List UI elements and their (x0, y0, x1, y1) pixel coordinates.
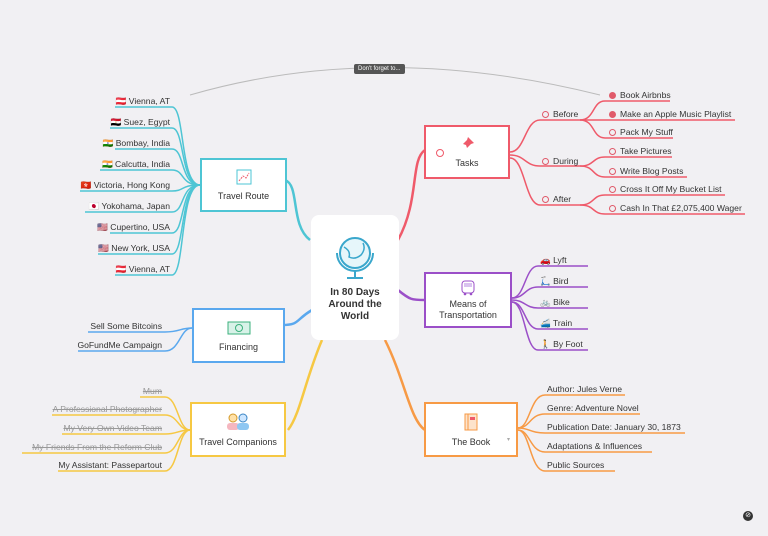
pushpin-icon (461, 137, 474, 150)
financing-label: Financing (218, 341, 259, 352)
task-item[interactable]: Make an Apple Music Playlist (609, 109, 731, 119)
companions-topic[interactable]: Travel Companions (190, 402, 286, 457)
central-topic[interactable]: In 80 Days Around the World (311, 215, 399, 340)
transport-label: Means of Transportation (439, 298, 497, 320)
transport-item[interactable]: 🚶 By Foot (540, 339, 583, 349)
task-label: Make an Apple Music Playlist (620, 109, 732, 119)
task-label: Write Blog Posts (620, 166, 684, 176)
transport-item[interactable]: 🚲 Bike (540, 297, 570, 307)
transport-item[interactable]: 🚄 Train (540, 318, 573, 328)
financing-topic[interactable]: Financing (192, 308, 285, 363)
companion-item[interactable]: My Very Own Video Team (63, 423, 162, 433)
task-group-after[interactable]: After (542, 194, 571, 204)
travel-route-topic[interactable]: Travel Route (200, 158, 287, 212)
task-label: Cash In That £2,075,400 Wager (620, 203, 742, 213)
task-item[interactable]: Take Pictures (609, 146, 672, 156)
financing-item[interactable]: GoFundMe Campaign (77, 340, 162, 350)
task-item[interactable]: Write Blog Posts (609, 166, 683, 176)
task-item[interactable]: Cross It Off My Bucket List (609, 184, 722, 194)
task-item[interactable]: Book Airbnbs (609, 90, 671, 100)
task-label: Pack My Stuff (620, 127, 673, 137)
checkbox-checked-icon[interactable] (609, 92, 616, 100)
people-icon (227, 413, 249, 430)
central-title: In 80 Days Around the World (328, 286, 382, 322)
companions-label: Travel Companions (199, 436, 277, 447)
checkbox-icon[interactable] (609, 205, 616, 213)
route-stop[interactable]: 🇺🇸 Cupertino, USA (97, 222, 170, 232)
book-label: The Book (451, 436, 491, 447)
tasks-label: Tasks (455, 158, 479, 168)
task-item[interactable]: Cash In That £2,075,400 Wager (609, 203, 742, 213)
route-stop[interactable]: 🇦🇹 Vienna, AT (115, 96, 170, 106)
route-stop[interactable]: 🇮🇳 Calcutta, India (101, 159, 170, 169)
globe-icon (336, 236, 374, 279)
companion-item[interactable]: Mum (142, 386, 162, 396)
transport-item[interactable]: 🚗 Lyft (540, 255, 567, 265)
book-item[interactable]: Author: Jules Verne (547, 384, 623, 394)
transport-item[interactable]: 🛴 Bird (540, 276, 569, 286)
route-stop[interactable]: 🇪🇬 Suez, Egypt (110, 117, 170, 127)
route-map-icon (236, 169, 251, 185)
task-group-before[interactable]: Before (542, 109, 578, 119)
route-stop[interactable]: 🇭🇰 Victoria, Hong Kong (80, 180, 170, 190)
book-icon (464, 413, 478, 430)
route-stop[interactable]: 🇮🇳 Bombay, India (102, 138, 170, 148)
task-group-during[interactable]: During (542, 156, 578, 166)
money-icon (227, 321, 250, 334)
companion-item[interactable]: A Professional Photographer (52, 404, 162, 414)
transport-topic[interactable]: Means of Transportation (424, 272, 512, 328)
checkbox-icon[interactable] (609, 148, 616, 156)
compass-icon[interactable]: ⊘ (743, 511, 753, 521)
travel-route-label: Travel Route (217, 191, 270, 201)
book-topic[interactable]: The Book ▾ (424, 402, 518, 457)
route-stop[interactable]: 🇦🇹 Vienna, AT (115, 264, 170, 274)
financing-item[interactable]: Sell Some Bitcoins (90, 321, 162, 331)
bus-icon (461, 280, 475, 295)
task-label: Take Pictures (620, 146, 672, 156)
checkbox-icon[interactable] (609, 168, 616, 176)
book-item[interactable]: Publication Date: January 30, 1873 (547, 422, 681, 432)
chevron-down-icon[interactable]: ▾ (506, 437, 510, 443)
checkbox-checked-icon[interactable] (609, 111, 616, 119)
progress-icon (436, 149, 444, 157)
progress-icon (542, 158, 549, 166)
tasks-topic[interactable]: Tasks (424, 125, 510, 179)
book-item[interactable]: Adaptations & Influences (547, 441, 643, 451)
route-stop[interactable]: 🇯🇵 Yokohama, Japan (88, 201, 170, 211)
companion-item[interactable]: My Assistant: Passepartout (58, 460, 162, 470)
progress-icon (542, 111, 549, 119)
route-stop[interactable]: 🇺🇸 New York, USA (98, 243, 170, 253)
task-group-label: During (553, 156, 579, 166)
book-item[interactable]: Public Sources (547, 460, 605, 470)
task-label: Book Airbnbs (620, 90, 671, 100)
checkbox-icon[interactable] (609, 129, 616, 137)
task-group-label: Before (553, 109, 579, 119)
checkbox-icon[interactable] (609, 186, 616, 194)
companion-item[interactable]: My Friends From the Reform Club (32, 442, 162, 452)
task-group-label: After (553, 194, 572, 204)
task-label: Cross It Off My Bucket List (620, 184, 722, 194)
task-item[interactable]: Pack My Stuff (609, 127, 673, 137)
book-item[interactable]: Genre: Adventure Novel (547, 403, 639, 413)
callout-label[interactable]: Don't forget to... (354, 64, 405, 74)
progress-icon (542, 196, 549, 204)
